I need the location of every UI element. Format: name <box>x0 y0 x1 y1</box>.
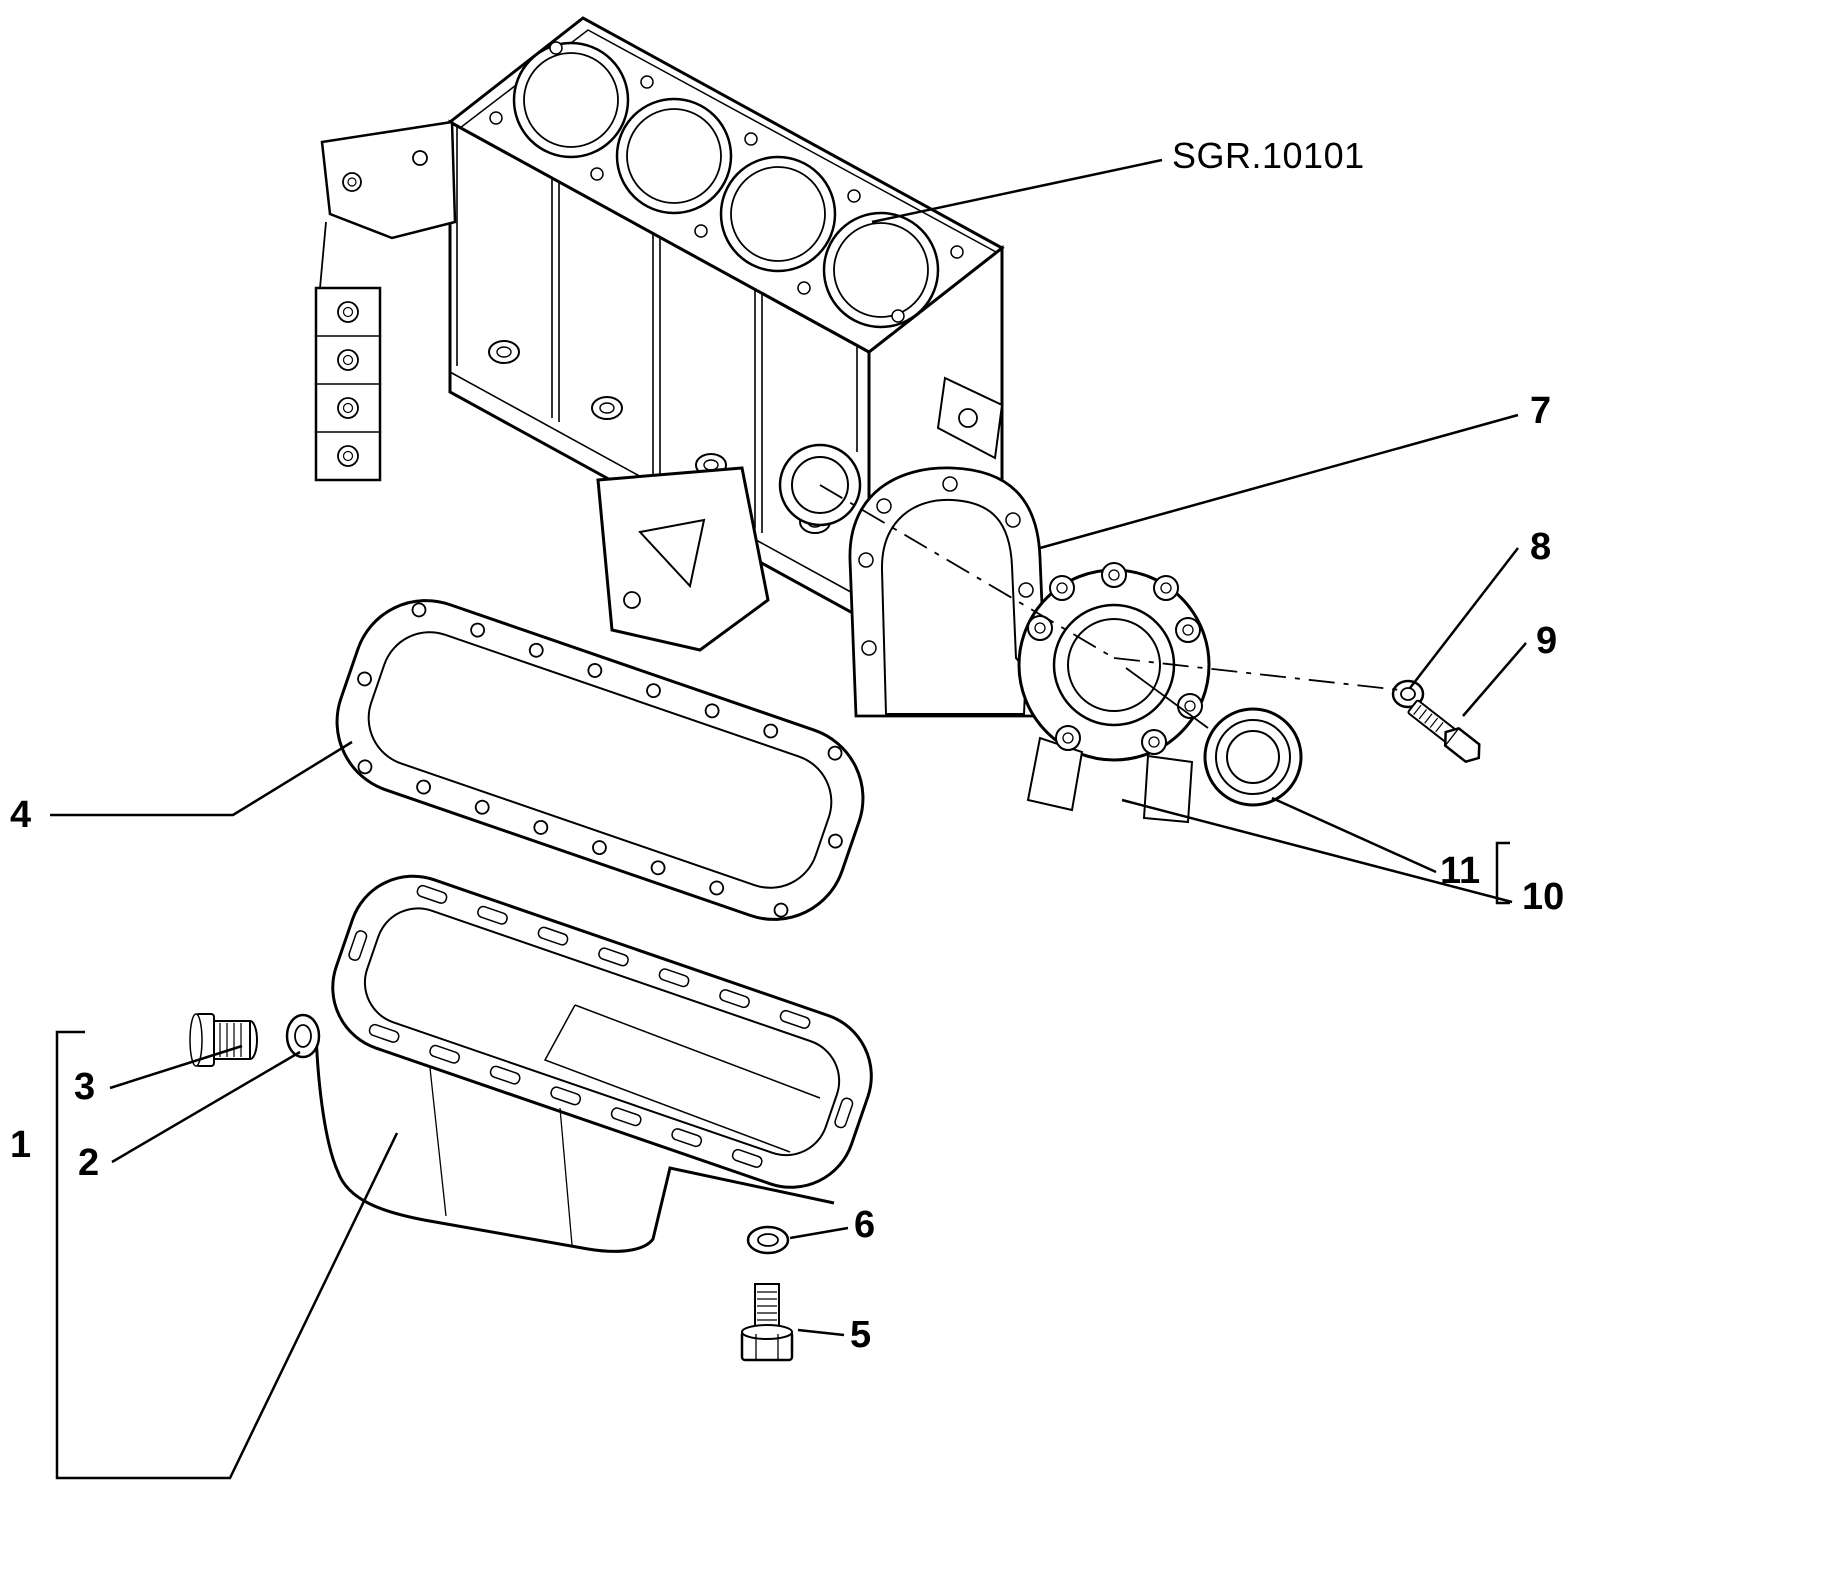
leader-9 <box>1462 642 1527 717</box>
sump-bolt-drawing <box>740 1283 794 1362</box>
deck-holes <box>489 41 964 323</box>
retainer-bolt-drawing <box>1407 699 1481 764</box>
oil-sump-drawing <box>314 874 873 1253</box>
callout-7: 7 <box>1530 390 1552 432</box>
callout-4: 4 <box>10 794 32 836</box>
rear-seal-retainer-drawing <box>1017 562 1211 824</box>
assembly-centerline <box>819 484 1401 729</box>
callout-2: 2 <box>78 1142 100 1184</box>
retainer-bolt-bosses <box>1027 562 1203 755</box>
callout-11: 11 <box>1440 850 1481 892</box>
cylinder-bores <box>512 41 940 329</box>
leader-11 <box>1271 796 1437 874</box>
leader-10 <box>1121 798 1513 904</box>
leader-6 <box>789 1226 849 1240</box>
sump-washer-drawing <box>746 1225 790 1255</box>
side-bosses <box>337 301 359 467</box>
callout-10: 10 <box>1522 876 1565 918</box>
leader-8 <box>1409 547 1519 689</box>
drain-plug-gasket-drawing <box>285 1013 321 1059</box>
leader-lines <box>50 158 1527 1480</box>
leader-5 <box>797 1328 845 1337</box>
sgr-reference-label: SGR.10101 <box>1172 135 1365 176</box>
leader-2 <box>111 1050 301 1164</box>
callout-3: 3 <box>74 1066 96 1108</box>
sump-gasket-drawing <box>335 599 865 921</box>
bracket-1 <box>55 1030 399 1480</box>
callout-6: 6 <box>854 1204 876 1246</box>
callout-8: 8 <box>1530 526 1552 568</box>
drain-plug-drawing <box>189 1013 258 1067</box>
callout-1: 1 <box>10 1124 32 1166</box>
spring-washer-drawing <box>1391 679 1425 709</box>
leader-3 <box>109 1044 243 1090</box>
callout-5: 5 <box>850 1314 872 1356</box>
bracket-10-11 <box>1495 841 1510 905</box>
seal-ring-drawing <box>1203 707 1303 807</box>
leader-4 <box>50 740 353 817</box>
rear-cover-gasket-drawing <box>848 466 1062 718</box>
callout-9: 9 <box>1536 620 1558 662</box>
leader-7 <box>1039 413 1519 550</box>
leader-sgr <box>871 158 1163 224</box>
